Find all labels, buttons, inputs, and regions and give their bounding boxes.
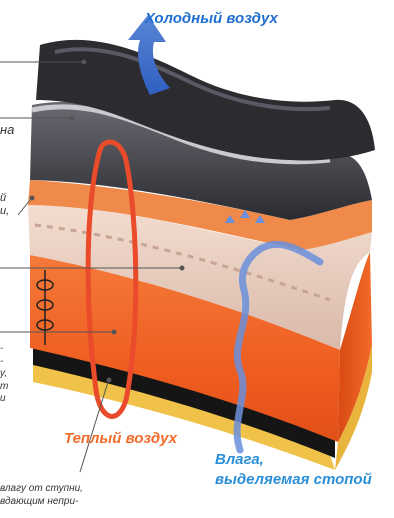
cut-off-text-c-line-2: - — [0, 356, 8, 369]
cut-off-text-c-line-4: т — [0, 381, 8, 394]
cold-air-label: Холодный воздух — [145, 10, 278, 27]
cut-off-text-c-line-5: и — [0, 393, 8, 406]
cut-off-text-c-line-3: у, — [0, 368, 8, 381]
cut-off-text-c: - - у, т и — [0, 343, 8, 406]
moisture-label-line-1: Влага, — [215, 451, 264, 468]
cut-off-text-d: влагу от ступни, вдающим непри- — [0, 483, 83, 508]
moisture-label-line-2: выделяемая стопой — [215, 471, 372, 488]
moisture-label: Влага, выделяемая стопой — [215, 450, 372, 491]
cut-off-text-b: й и, — [0, 192, 9, 218]
cut-off-text-c-line-1: - — [0, 343, 8, 356]
cut-off-text-d-line-2: вдающим непри- — [0, 496, 83, 509]
cut-off-text-b-line-2: и, — [0, 205, 9, 218]
cut-off-text-d-line-1: влагу от ступни, — [0, 483, 83, 496]
cut-off-text-a: на — [0, 122, 14, 137]
warm-air-label: Теплый воздух — [64, 430, 177, 447]
cut-off-text-b-line-1: й — [0, 192, 9, 205]
